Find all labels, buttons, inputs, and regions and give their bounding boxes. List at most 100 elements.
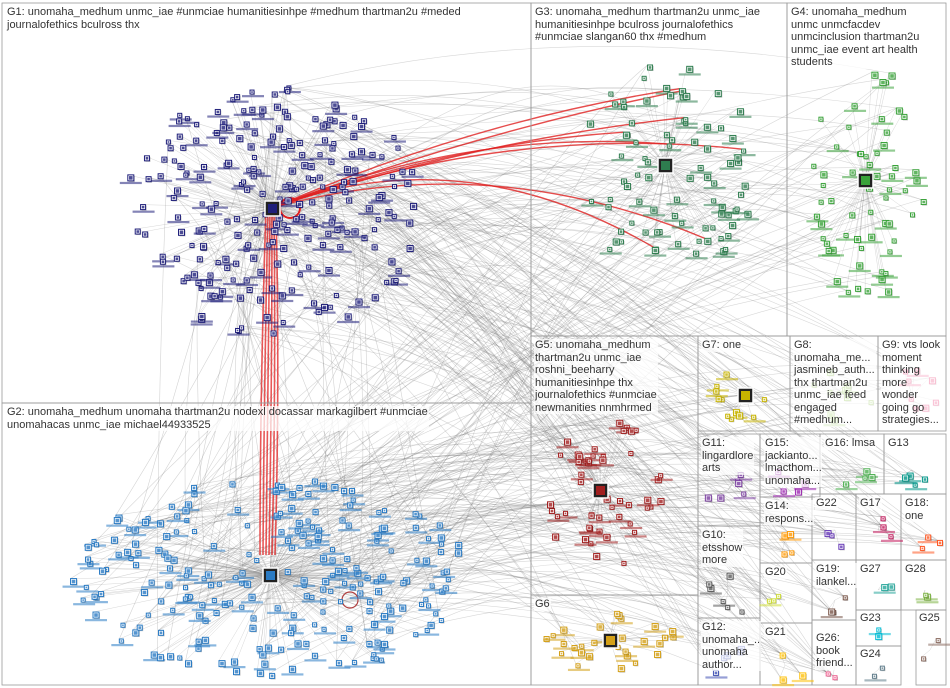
node-g3[interactable] <box>606 205 612 211</box>
node-g6[interactable] <box>559 652 564 657</box>
node-g14[interactable] <box>787 532 794 539</box>
node-g4[interactable] <box>886 289 893 296</box>
node-g2[interactable] <box>205 572 212 579</box>
node-g6[interactable] <box>561 627 568 634</box>
node-g1[interactable] <box>177 134 183 140</box>
node-g1[interactable] <box>171 195 177 201</box>
node-g11[interactable] <box>718 495 725 502</box>
node-g1[interactable] <box>225 219 231 225</box>
node-g1[interactable] <box>329 159 335 165</box>
node-g5[interactable] <box>621 428 627 434</box>
node-g2[interactable] <box>335 568 342 575</box>
node-g2[interactable] <box>157 655 164 662</box>
node-g2[interactable] <box>183 586 188 591</box>
node-g4[interactable] <box>889 73 896 80</box>
node-g2[interactable] <box>415 558 420 563</box>
node-g3[interactable] <box>687 66 694 73</box>
node-g2[interactable] <box>240 571 246 577</box>
node-g1[interactable] <box>300 215 306 221</box>
node-g3[interactable] <box>652 247 659 254</box>
node-g1[interactable] <box>199 313 206 320</box>
node-g2[interactable] <box>301 578 308 585</box>
node-g1[interactable] <box>143 232 149 238</box>
node-g1[interactable] <box>321 185 326 190</box>
node-g1[interactable] <box>234 261 240 267</box>
node-g3[interactable] <box>687 175 694 182</box>
node-g1[interactable] <box>345 230 350 235</box>
node-g1[interactable] <box>144 156 150 162</box>
node-g2[interactable] <box>231 659 238 666</box>
node-g2[interactable] <box>413 512 419 518</box>
node-g21[interactable] <box>800 673 807 680</box>
node-g2[interactable] <box>214 610 220 616</box>
node-g2[interactable] <box>183 597 188 602</box>
node-g2[interactable] <box>388 608 395 615</box>
node-g6[interactable] <box>580 644 585 649</box>
node-g2[interactable] <box>351 498 356 503</box>
node-g2[interactable] <box>331 548 336 553</box>
node-g4[interactable] <box>812 164 817 169</box>
node-g1[interactable] <box>240 326 245 331</box>
node-g1[interactable] <box>330 146 336 152</box>
node-g7[interactable] <box>724 372 730 378</box>
node-g2[interactable] <box>169 504 175 510</box>
node-g10[interactable] <box>726 606 731 611</box>
node-g1[interactable] <box>332 102 339 109</box>
node-g2[interactable] <box>377 511 382 516</box>
node-g2[interactable] <box>250 625 257 632</box>
node-g3[interactable] <box>726 234 732 240</box>
node-g2[interactable] <box>341 636 347 642</box>
node-g2[interactable] <box>368 600 374 606</box>
node-g1[interactable] <box>158 174 164 180</box>
node-g11[interactable] <box>742 492 747 497</box>
node-g2[interactable] <box>289 631 295 637</box>
hub-avatar-g1[interactable] <box>265 201 280 216</box>
node-g1[interactable] <box>328 305 333 310</box>
node-g1[interactable] <box>178 229 185 236</box>
node-g5[interactable] <box>597 515 603 521</box>
node-g2[interactable] <box>165 555 172 562</box>
node-g4[interactable] <box>869 210 874 215</box>
node-g1[interactable] <box>244 122 250 128</box>
node-g4[interactable] <box>888 250 893 255</box>
node-g2[interactable] <box>306 491 312 497</box>
node-g1[interactable] <box>376 195 383 202</box>
node-g1[interactable] <box>275 261 282 268</box>
node-g1[interactable] <box>326 267 333 274</box>
node-g4[interactable] <box>814 214 820 220</box>
hub-avatar-g4[interactable] <box>858 173 873 188</box>
node-g1[interactable] <box>390 174 395 179</box>
node-g2[interactable] <box>245 524 250 529</box>
node-g3[interactable] <box>668 93 675 100</box>
node-g4[interactable] <box>824 241 830 247</box>
node-g3[interactable] <box>698 165 704 171</box>
node-g6[interactable] <box>561 642 567 648</box>
node-g2[interactable] <box>320 556 327 563</box>
node-g1[interactable] <box>257 170 262 175</box>
node-g2[interactable] <box>84 585 89 590</box>
node-g1[interactable] <box>219 289 226 296</box>
node-g2[interactable] <box>127 527 132 532</box>
node-g5[interactable] <box>558 453 563 458</box>
node-g1[interactable] <box>274 221 281 228</box>
node-g6[interactable] <box>597 624 604 631</box>
node-g2[interactable] <box>93 612 100 619</box>
hub-avatar-g5[interactable] <box>593 483 608 498</box>
node-g3[interactable] <box>705 174 712 181</box>
node-g4[interactable] <box>859 246 864 251</box>
node-g1[interactable] <box>289 288 295 294</box>
node-g2[interactable] <box>99 592 105 598</box>
node-g2[interactable] <box>306 519 311 524</box>
node-g1[interactable] <box>226 160 233 167</box>
node-g5[interactable] <box>587 459 592 464</box>
node-g2[interactable] <box>100 568 107 575</box>
node-g4[interactable] <box>852 104 858 110</box>
node-g1[interactable] <box>351 134 358 141</box>
node-g7[interactable] <box>726 414 731 419</box>
node-g6[interactable] <box>578 650 585 657</box>
node-g2[interactable] <box>438 535 445 542</box>
node-g10[interactable] <box>721 600 726 605</box>
node-g1[interactable] <box>174 188 181 195</box>
node-g4[interactable] <box>902 114 908 120</box>
node-g21[interactable] <box>780 653 786 659</box>
